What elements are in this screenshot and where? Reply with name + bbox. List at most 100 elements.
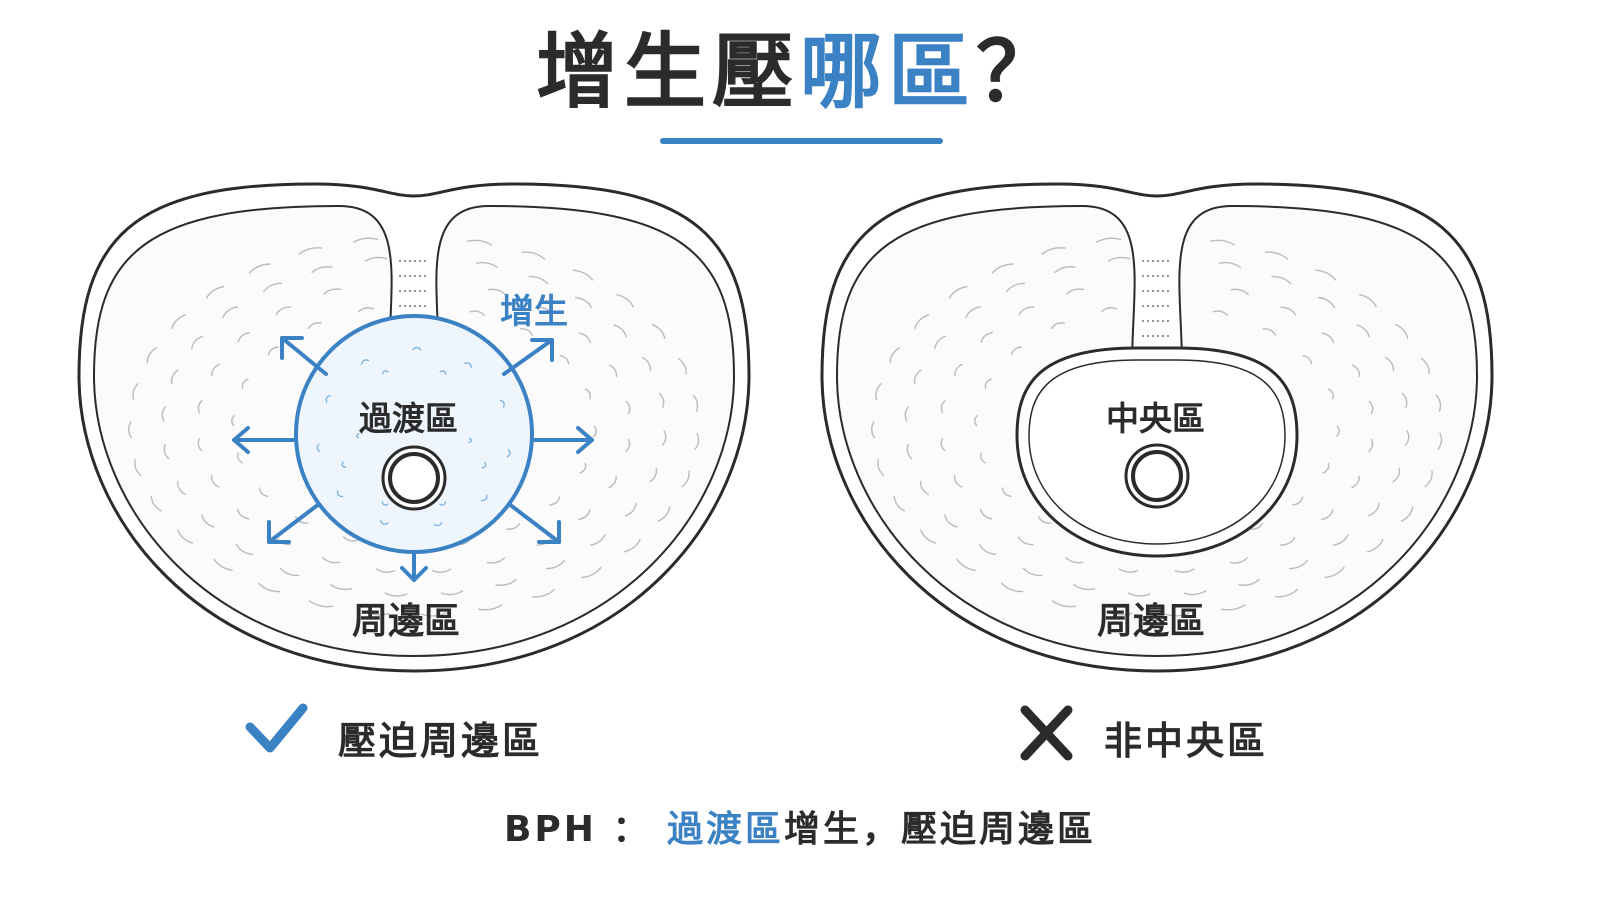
texture-stroke xyxy=(980,452,987,464)
texture-stroke xyxy=(1321,332,1335,344)
texture-stroke xyxy=(1368,400,1374,415)
texture-stroke xyxy=(321,556,341,564)
texture-stroke xyxy=(608,475,617,489)
texture-stroke xyxy=(236,508,250,520)
texture-stroke xyxy=(150,495,163,512)
texture-stroke xyxy=(379,520,389,525)
texture-stroke xyxy=(235,543,253,556)
texture-stroke xyxy=(1315,269,1337,281)
texture-stroke xyxy=(692,394,699,412)
texture-stroke xyxy=(480,494,488,502)
texture-stroke xyxy=(979,508,993,520)
texture-stroke xyxy=(592,425,597,438)
texture-stroke xyxy=(267,346,279,356)
texture-stroke xyxy=(904,405,910,422)
texture-stroke xyxy=(528,275,549,285)
footer-colon: ： xyxy=(612,809,652,850)
texture-stroke xyxy=(1000,582,1024,593)
texture-stroke xyxy=(468,437,473,444)
texture-stroke xyxy=(1230,288,1250,296)
texture-stroke xyxy=(311,266,333,274)
texture-stroke xyxy=(625,438,631,453)
texture-stroke xyxy=(1209,239,1236,246)
arrow-icon xyxy=(532,426,594,454)
title-part1: 增生壓 xyxy=(535,25,800,120)
left-caption: 壓迫周邊區 xyxy=(338,719,544,763)
texture-stroke xyxy=(241,378,249,390)
texture-stroke xyxy=(877,459,885,477)
growth-label: 增生 xyxy=(500,292,568,332)
right-peripheral-zone-label: 周邊區 xyxy=(1097,601,1206,642)
texture-stroke xyxy=(893,495,906,512)
footer-summary: BPH ： 過渡區增生，壓迫周邊區 xyxy=(0,800,1600,852)
texture-stroke xyxy=(1218,261,1242,269)
texture-stroke xyxy=(363,610,390,616)
right-urethra-dots xyxy=(1142,260,1172,337)
texture-stroke xyxy=(1437,432,1443,451)
texture-stroke xyxy=(1392,467,1401,483)
texture-stroke xyxy=(464,362,472,368)
left-peripheral-zone-label: 周邊區 xyxy=(352,601,461,642)
arrow-icon xyxy=(400,550,428,582)
texture-stroke xyxy=(613,324,627,338)
texture-stroke xyxy=(1212,310,1229,317)
texture-stroke xyxy=(201,514,215,528)
arrow-icon xyxy=(502,338,554,376)
texture-stroke xyxy=(1174,568,1195,573)
texture-stroke xyxy=(316,443,321,453)
texture-stroke xyxy=(381,370,389,375)
texture-stroke xyxy=(1118,568,1139,573)
texture-stroke xyxy=(984,378,992,390)
transition-zone-texture xyxy=(316,346,511,527)
texture-stroke xyxy=(294,515,309,524)
texture-stroke xyxy=(906,443,913,460)
texture-stroke xyxy=(1127,592,1151,597)
texture-stroke xyxy=(1054,266,1076,274)
texture-stroke xyxy=(549,496,561,506)
texture-stroke xyxy=(1220,604,1246,611)
texture-stroke xyxy=(919,480,930,496)
texture-stroke xyxy=(1368,438,1374,453)
right-prostate xyxy=(820,182,1494,673)
texture-stroke xyxy=(1100,307,1118,313)
texture-stroke xyxy=(336,490,344,498)
transition-zone-label: 過渡區 xyxy=(359,399,458,438)
texture-stroke xyxy=(649,467,658,483)
texture-stroke xyxy=(584,388,591,400)
texture-stroke xyxy=(625,400,631,415)
texture-stroke xyxy=(1424,470,1433,488)
texture-stroke xyxy=(948,285,968,299)
title-underline xyxy=(660,138,943,144)
arrow-icon xyxy=(280,336,328,376)
texture-stroke xyxy=(657,506,671,523)
texture-stroke xyxy=(237,452,244,464)
page-title: 增生壓哪區？ xyxy=(0,18,1600,128)
texture-stroke xyxy=(487,288,507,296)
texture-stroke xyxy=(661,430,667,447)
right-caption: 非中央區 xyxy=(1104,719,1269,763)
texture-stroke xyxy=(1327,388,1334,400)
texture-stroke xyxy=(1264,251,1289,260)
texture-stroke xyxy=(1318,296,1336,309)
cross-icon xyxy=(1020,705,1073,761)
texture-stroke xyxy=(694,432,700,451)
arrow-icon xyxy=(232,426,296,454)
texture-stroke xyxy=(914,314,930,330)
texture-stroke xyxy=(521,251,546,260)
texture-stroke xyxy=(624,502,637,517)
texture-stroke xyxy=(1064,556,1084,564)
texture-stroke xyxy=(1384,356,1395,372)
texture-stroke xyxy=(1351,475,1360,489)
arrow-icon xyxy=(507,502,561,544)
texture-stroke xyxy=(1018,306,1035,316)
texture-stroke xyxy=(341,461,347,469)
texture-stroke xyxy=(322,288,342,296)
texture-stroke xyxy=(211,363,220,377)
growth-arrows xyxy=(232,336,594,582)
texture-stroke xyxy=(519,328,534,337)
texture-stroke xyxy=(191,335,204,350)
texture-stroke xyxy=(213,558,233,572)
texture-stroke xyxy=(237,331,250,343)
texture-stroke xyxy=(279,567,300,577)
texture-stroke xyxy=(469,310,486,317)
